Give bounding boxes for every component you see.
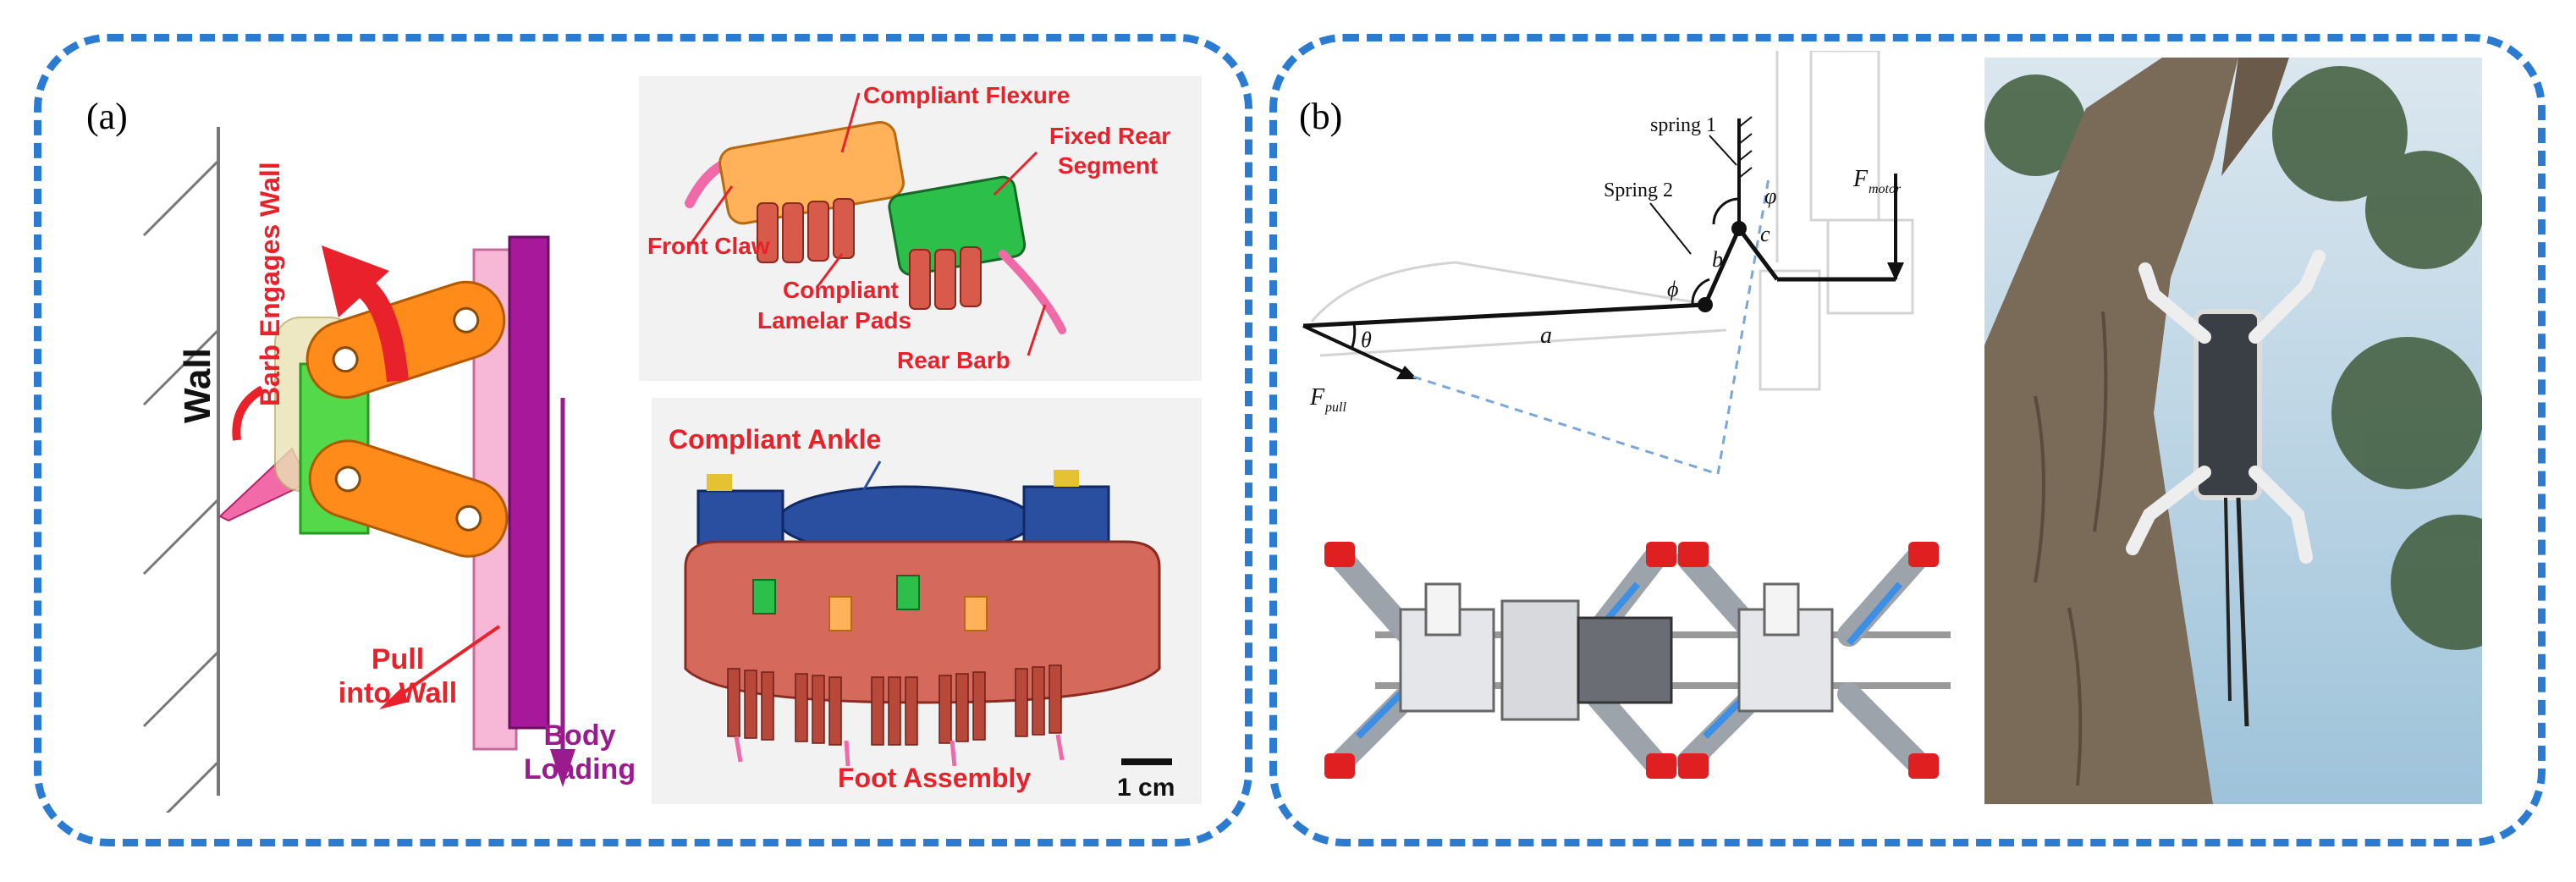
back-plate-purple [508, 235, 550, 730]
link-c [1737, 227, 1779, 281]
kinematic-diagram: spring 1 Spring 2 F motor F pull θ a b c… [1302, 51, 1914, 476]
fmotor-label: F [1852, 166, 1869, 192]
background-sketch [1310, 51, 1914, 391]
pull-label-line2: into Wall [339, 677, 457, 709]
rear-barb-shape [999, 250, 1066, 334]
rear-bracket [1763, 582, 1800, 637]
wall-ticks [1738, 116, 1753, 179]
fpull-label: F [1309, 384, 1325, 411]
lamelar-label-2: Lamelar Pads [757, 307, 911, 334]
b-label: b [1712, 247, 1723, 272]
robot-feet [1324, 542, 1939, 779]
fpull-sub-label: pull [1324, 400, 1346, 415]
panel-b-border [1269, 34, 2546, 846]
theta-arc [1351, 322, 1357, 348]
front-claw-label: Front Claw [647, 233, 770, 259]
compliant-ankle-label: Compliant Ankle [669, 424, 881, 455]
foot-orange-cells [828, 596, 988, 631]
phi-lower-label: ϕ [1667, 277, 1678, 301]
link-b [1703, 227, 1742, 306]
foot-assembly-diagram: Compliant Ankle Foot Assembly 1 cm [652, 398, 1202, 804]
foot-assembly-label: Foot Assembly [838, 763, 1031, 793]
foot-green-cells [752, 575, 920, 615]
fixed-rear-label-2: Segment [1058, 152, 1158, 179]
robot-on-tree [2126, 250, 2326, 727]
fmotor-sub-label: motor [1869, 182, 1902, 196]
phi-upper-label: φ [1764, 184, 1776, 208]
pull-label-line1: Pull [372, 643, 424, 675]
claw-mechanism-diagram: Wall Barb Engages Wall Pull into Wall Bo… [142, 127, 635, 813]
claw-assembly-diagram: Compliant Flexure Fixed Rear Segment Fro… [639, 76, 1202, 381]
phi-arc-upper [1712, 197, 1740, 225]
spine-module-1 [1500, 599, 1580, 721]
motor-module [1577, 616, 1673, 704]
theta-label: θ [1361, 328, 1372, 352]
robot-cad-render [1324, 542, 1951, 779]
phi-arc-lower [1691, 278, 1710, 306]
joint-lower [1698, 297, 1713, 312]
spring2-label: Spring 2 [1604, 179, 1673, 201]
ankle-right-block [1022, 485, 1110, 548]
tree-trunk [1984, 58, 2238, 804]
a-label: a [1540, 322, 1552, 349]
panel-b-label: (b) [1299, 96, 1343, 137]
leader-lines [688, 92, 1047, 356]
wall-label: Wall [177, 348, 218, 423]
body-loading-arrowhead [550, 749, 575, 787]
rotation-arrowhead [322, 245, 389, 317]
panel-a-border [34, 34, 1252, 846]
spring1-label: spring 1 [1650, 114, 1716, 136]
foot-pads [727, 664, 1062, 746]
barb-engages-label: Barb Engages Wall [255, 162, 285, 406]
barb-arrow [232, 385, 265, 441]
lamelar-label-1: Compliant [783, 277, 899, 303]
link-a [1302, 302, 1706, 328]
upper-orange-link [305, 280, 506, 400]
background-foliage [1984, 66, 2482, 650]
joint-upper [1731, 221, 1747, 236]
fpull-arrowhead [1396, 366, 1417, 379]
panel-a-label: (a) [86, 96, 128, 137]
ankle-left-block [696, 489, 784, 552]
foot-barbs [734, 734, 1065, 767]
fixed-rear-label-1: Fixed Rear [1049, 123, 1170, 149]
wall-hatching [142, 159, 220, 813]
body-label-line1: Body [544, 719, 616, 752]
rear-barb-label: Rear Barb [897, 347, 1010, 373]
bolt-2 [1054, 470, 1079, 487]
scale-bar-label: 1 cm [1117, 774, 1175, 802]
robot-tree-photo [1984, 58, 2482, 804]
spring2-leader [1649, 202, 1692, 255]
front-bracket [1424, 582, 1461, 637]
body-label-line2: Loading [524, 753, 635, 786]
fpull-arrow-line [1302, 324, 1414, 378]
dashed-lines [1412, 177, 1770, 476]
pull-arrow-line [388, 625, 501, 704]
tree-branch [2221, 58, 2289, 176]
fmotor-arrowhead [1887, 262, 1904, 281]
c-label: c [1760, 222, 1770, 246]
lamelar-pads [757, 198, 982, 310]
bolt-1 [707, 474, 732, 491]
compliant-flexure-label: Compliant Flexure [863, 82, 1070, 108]
ankle-leader [861, 460, 882, 492]
spring1-leader [1709, 135, 1737, 166]
pull-arrowhead [379, 687, 406, 709]
bark-texture [2034, 311, 2108, 786]
lower-orange-link [308, 439, 509, 558]
